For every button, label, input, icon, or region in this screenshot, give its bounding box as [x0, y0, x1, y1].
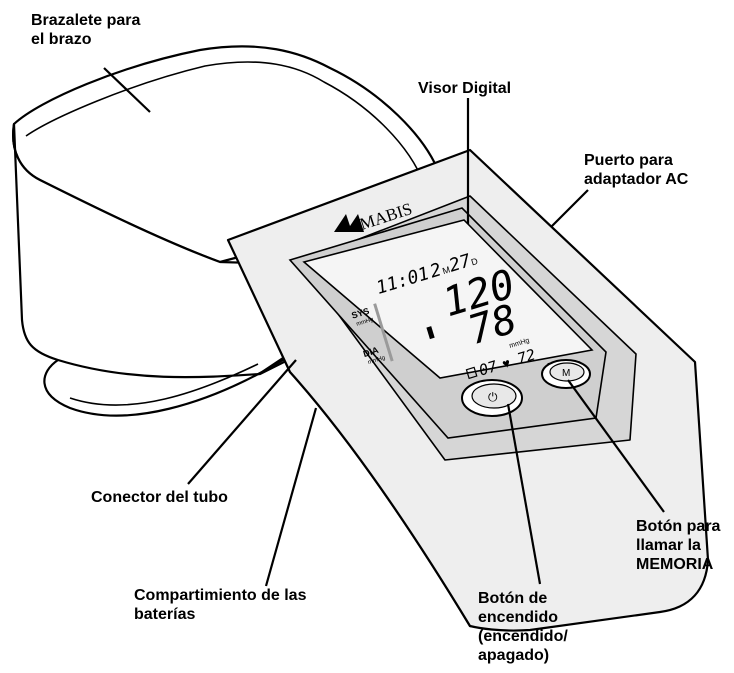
leader-power [506, 403, 542, 585]
label-ac-port: Puerto para adaptador AC [584, 152, 689, 188]
lcd-sys-unit: mmHg [356, 317, 375, 328]
screen-panel [288, 207, 607, 439]
label-battery-compartment: Compartimiento de las baterías [134, 587, 307, 623]
lcd-memory-icon [465, 366, 478, 380]
label-power-button: Botón de encendido (encendido/ apagado) [478, 590, 568, 664]
lcd-date-m-marker: M [441, 264, 451, 276]
lcd-dia-label: DIA [362, 345, 380, 359]
power-button[interactable]: ⏻ [461, 379, 523, 417]
lcd-date-d-marker: D [470, 256, 480, 268]
leader-cuff [103, 67, 151, 113]
leader-ac-port [551, 189, 589, 227]
lcd-display [302, 219, 594, 379]
leader-tube [187, 359, 297, 485]
memory-button[interactable]: M [541, 359, 591, 389]
lcd-pressure-bar [373, 303, 394, 362]
lcd-pulse: 72 [515, 345, 538, 367]
power-icon: ⏻ [488, 390, 498, 404]
leader-battery [264, 407, 318, 587]
leader-memory [567, 379, 665, 513]
lcd-indicator [426, 326, 435, 340]
memory-button-label: M [562, 368, 570, 379]
lcd-content: 11:01 2 M 27 D 120 78 mmHg SYS mmHg DIA … [350, 250, 538, 380]
label-tube-connector: Conector del tubo [91, 489, 228, 506]
leader-lines [103, 67, 665, 587]
label-memory-button: Botón para llamar la MEMORIA [636, 518, 721, 573]
cuff-loop [43, 351, 293, 417]
label-display: Visor Digital [418, 80, 512, 97]
label-cuff: Brazalete para el brazo [31, 12, 141, 48]
cuff-seam [25, 61, 425, 185]
lcd-memory-number: 07 [477, 357, 500, 379]
lcd-dia-unit: mmHg [367, 355, 386, 366]
